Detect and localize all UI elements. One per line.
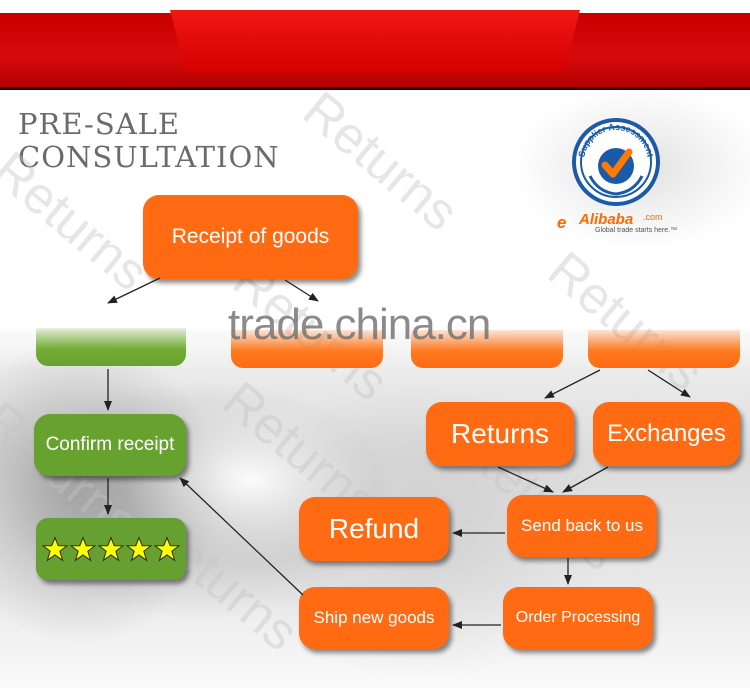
order-processing-label: Order Processing	[515, 609, 641, 626]
exchanges-label: Exchanges	[607, 420, 726, 447]
returns-box: Returns	[426, 402, 574, 466]
alibaba-suffix: .com	[643, 212, 663, 222]
refund-box: Refund	[299, 497, 449, 561]
alibaba-mark: e	[557, 213, 567, 232]
exchanges-box: Exchanges	[593, 402, 740, 466]
site-watermark: trade.china.cn	[228, 300, 491, 349]
send-back-to-us-box: Send back to us	[507, 495, 657, 557]
star-icon	[70, 536, 96, 562]
heading-line-2: CONSULTATION	[18, 140, 280, 174]
star-icon	[126, 536, 152, 562]
arrow-bar-to-returns	[544, 369, 601, 399]
confirm-receipt-label: Confirm receipt	[45, 434, 175, 455]
step-bar-orange	[411, 330, 563, 368]
alibaba-tagline: Global trade starts here.™	[595, 227, 678, 234]
star-icon	[42, 536, 68, 562]
star-icon	[154, 536, 180, 562]
step-bar-green	[36, 328, 186, 366]
refund-label: Refund	[328, 513, 420, 544]
step-bar-orange	[231, 330, 383, 368]
alibaba-logo: e Alibaba .com Global trade starts here.…	[557, 211, 697, 237]
confirm-receipt-box: Confirm receipt	[34, 414, 186, 476]
ship-new-goods-label: Ship new goods	[313, 608, 435, 627]
arrow-receipt-to-right	[284, 279, 319, 302]
ship-new-goods-box: Ship new goods	[299, 587, 449, 649]
arrow-bar-to-exchanges	[647, 369, 691, 398]
arrow-receipt-to-left	[107, 277, 161, 304]
page-heading: PRE-SALE CONSULTATION	[18, 108, 280, 174]
alibaba-brand: Alibaba	[579, 211, 634, 228]
star-icon	[98, 536, 124, 562]
heading-line-1: PRE-SALE	[18, 107, 181, 141]
arrow-returns-to-send-back	[497, 466, 554, 493]
arrow-exchanges-to-send-back	[562, 466, 609, 493]
returns-label: Returns	[450, 418, 550, 449]
supplier-assessment-seal-icon: Supplier Assessment	[572, 118, 660, 206]
receipt-of-goods-box: Receipt of goods	[143, 195, 358, 279]
send-back-to-us-label: Send back to us	[521, 516, 643, 535]
step-bar-orange	[588, 330, 740, 368]
receipt-of-goods-label: Receipt of goods	[171, 225, 330, 248]
order-processing-box: Order Processing	[503, 587, 653, 649]
five-star-rating	[36, 518, 186, 580]
header-banner-tab	[170, 10, 580, 74]
arrow-ship-new-to-confirm	[179, 477, 304, 596]
